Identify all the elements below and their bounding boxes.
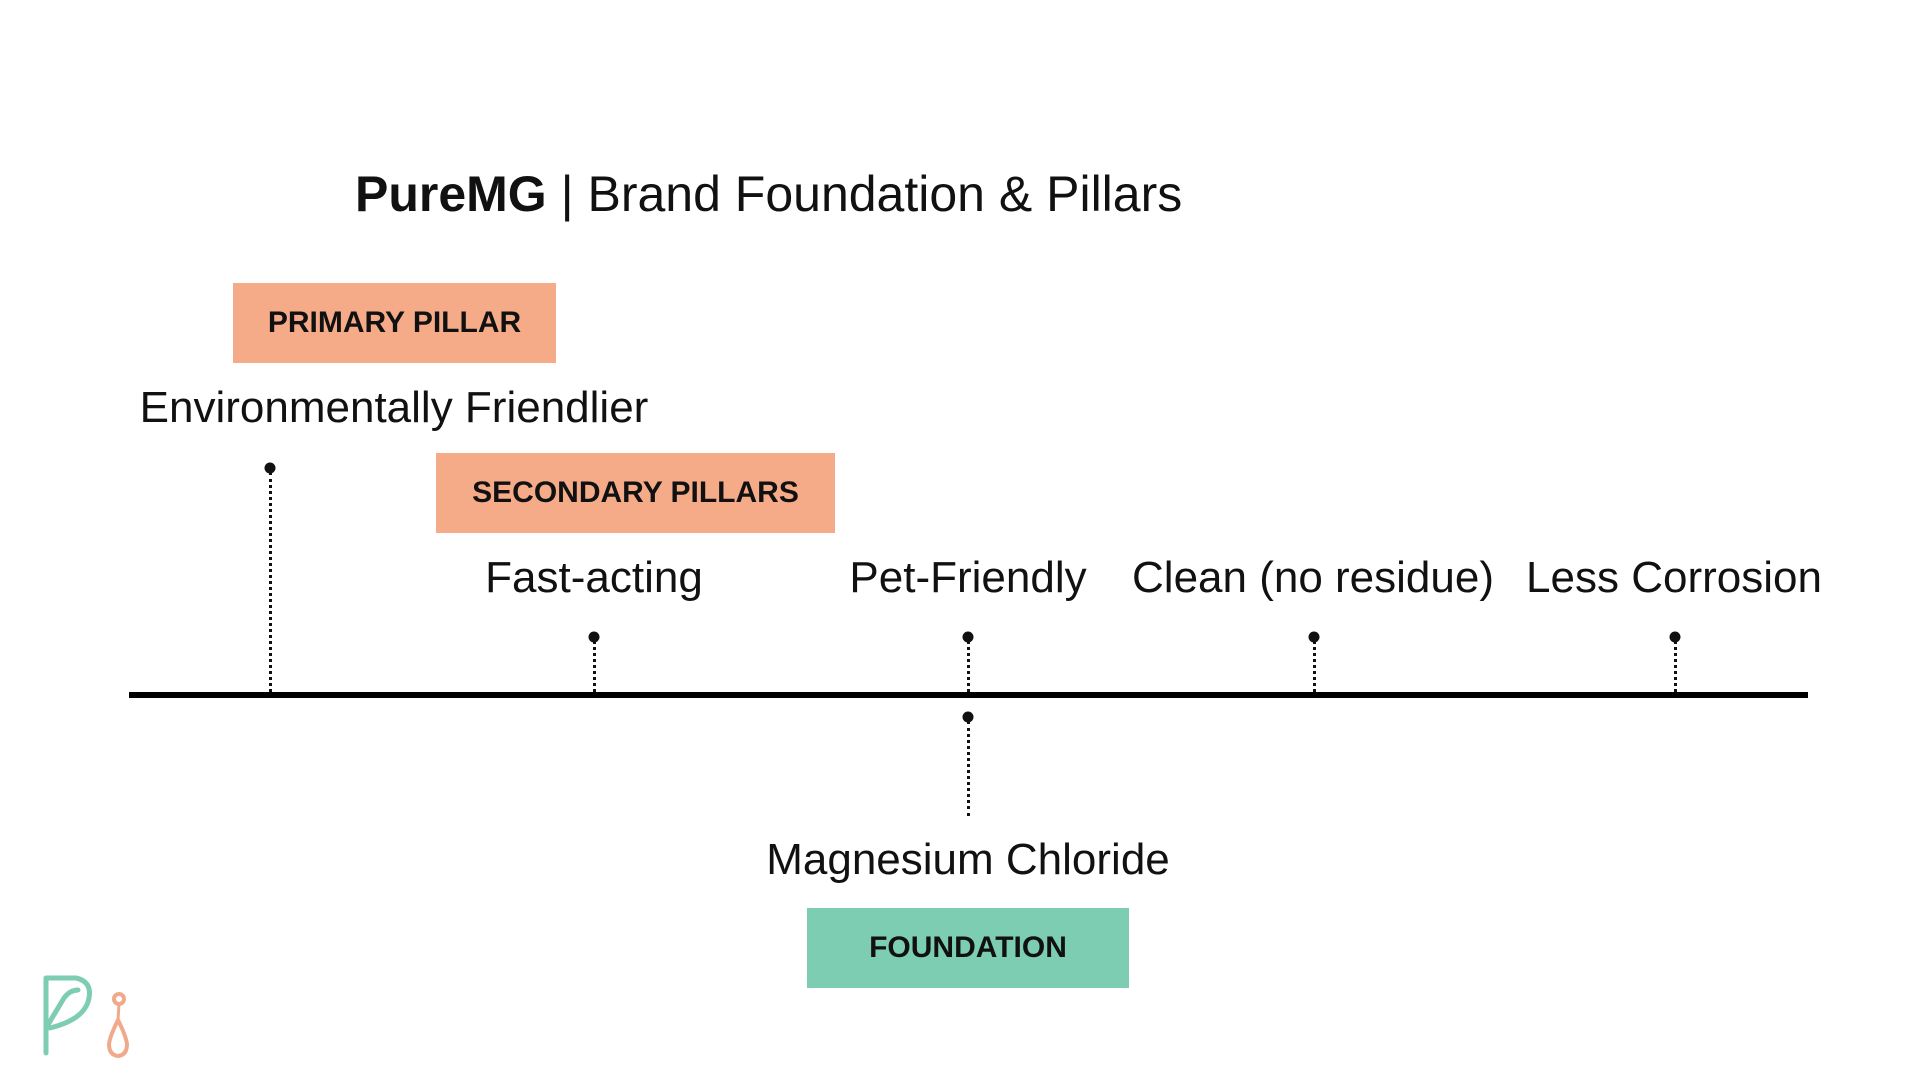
primary-pillar-label: Environmentally Friendlier — [139, 383, 649, 432]
foundation-dot — [962, 711, 974, 723]
secondary-pillar-stem-clean — [1313, 641, 1316, 692]
secondary-pillar-label-less-corrosion: Less Corrosion — [1526, 553, 1822, 602]
pi-logo-icon — [43, 975, 129, 1058]
secondary-pillar-dot-fast-acting — [588, 631, 600, 643]
secondary-pillar-dot-pet-friendly — [962, 631, 974, 643]
secondary-pillar-stem-less-corrosion — [1674, 641, 1677, 692]
secondary-pillar-dot-clean — [1308, 631, 1320, 643]
foundation-label: Magnesium Chloride — [766, 835, 1170, 884]
secondary-pillar-stem-fast-acting — [593, 641, 596, 692]
secondary-pillar-dot-less-corrosion — [1669, 631, 1681, 643]
brand-name: PureMG — [355, 166, 547, 222]
primary-pillar-stem — [269, 472, 272, 692]
secondary-pillar-label-fast-acting: Fast-acting — [485, 553, 703, 602]
secondary-pillars-badge: SECONDARY PILLARS — [436, 453, 835, 533]
foundation-badge: FOUNDATION — [807, 908, 1129, 988]
secondary-pillar-label-clean: Clean (no residue) — [1132, 553, 1494, 602]
foundation-stem — [967, 721, 970, 816]
secondary-pillar-stem-pet-friendly — [967, 641, 970, 692]
primary-pillar-badge: PRIMARY PILLAR — [233, 283, 556, 363]
secondary-pillar-label-pet-friendly: Pet-Friendly — [849, 553, 1087, 602]
title-subtitle: | Brand Foundation & Pillars — [546, 166, 1183, 222]
page-title: PureMG | Brand Foundation & Pillars — [355, 162, 1182, 226]
baseline — [129, 692, 1808, 698]
primary-pillar-dot — [264, 462, 276, 474]
